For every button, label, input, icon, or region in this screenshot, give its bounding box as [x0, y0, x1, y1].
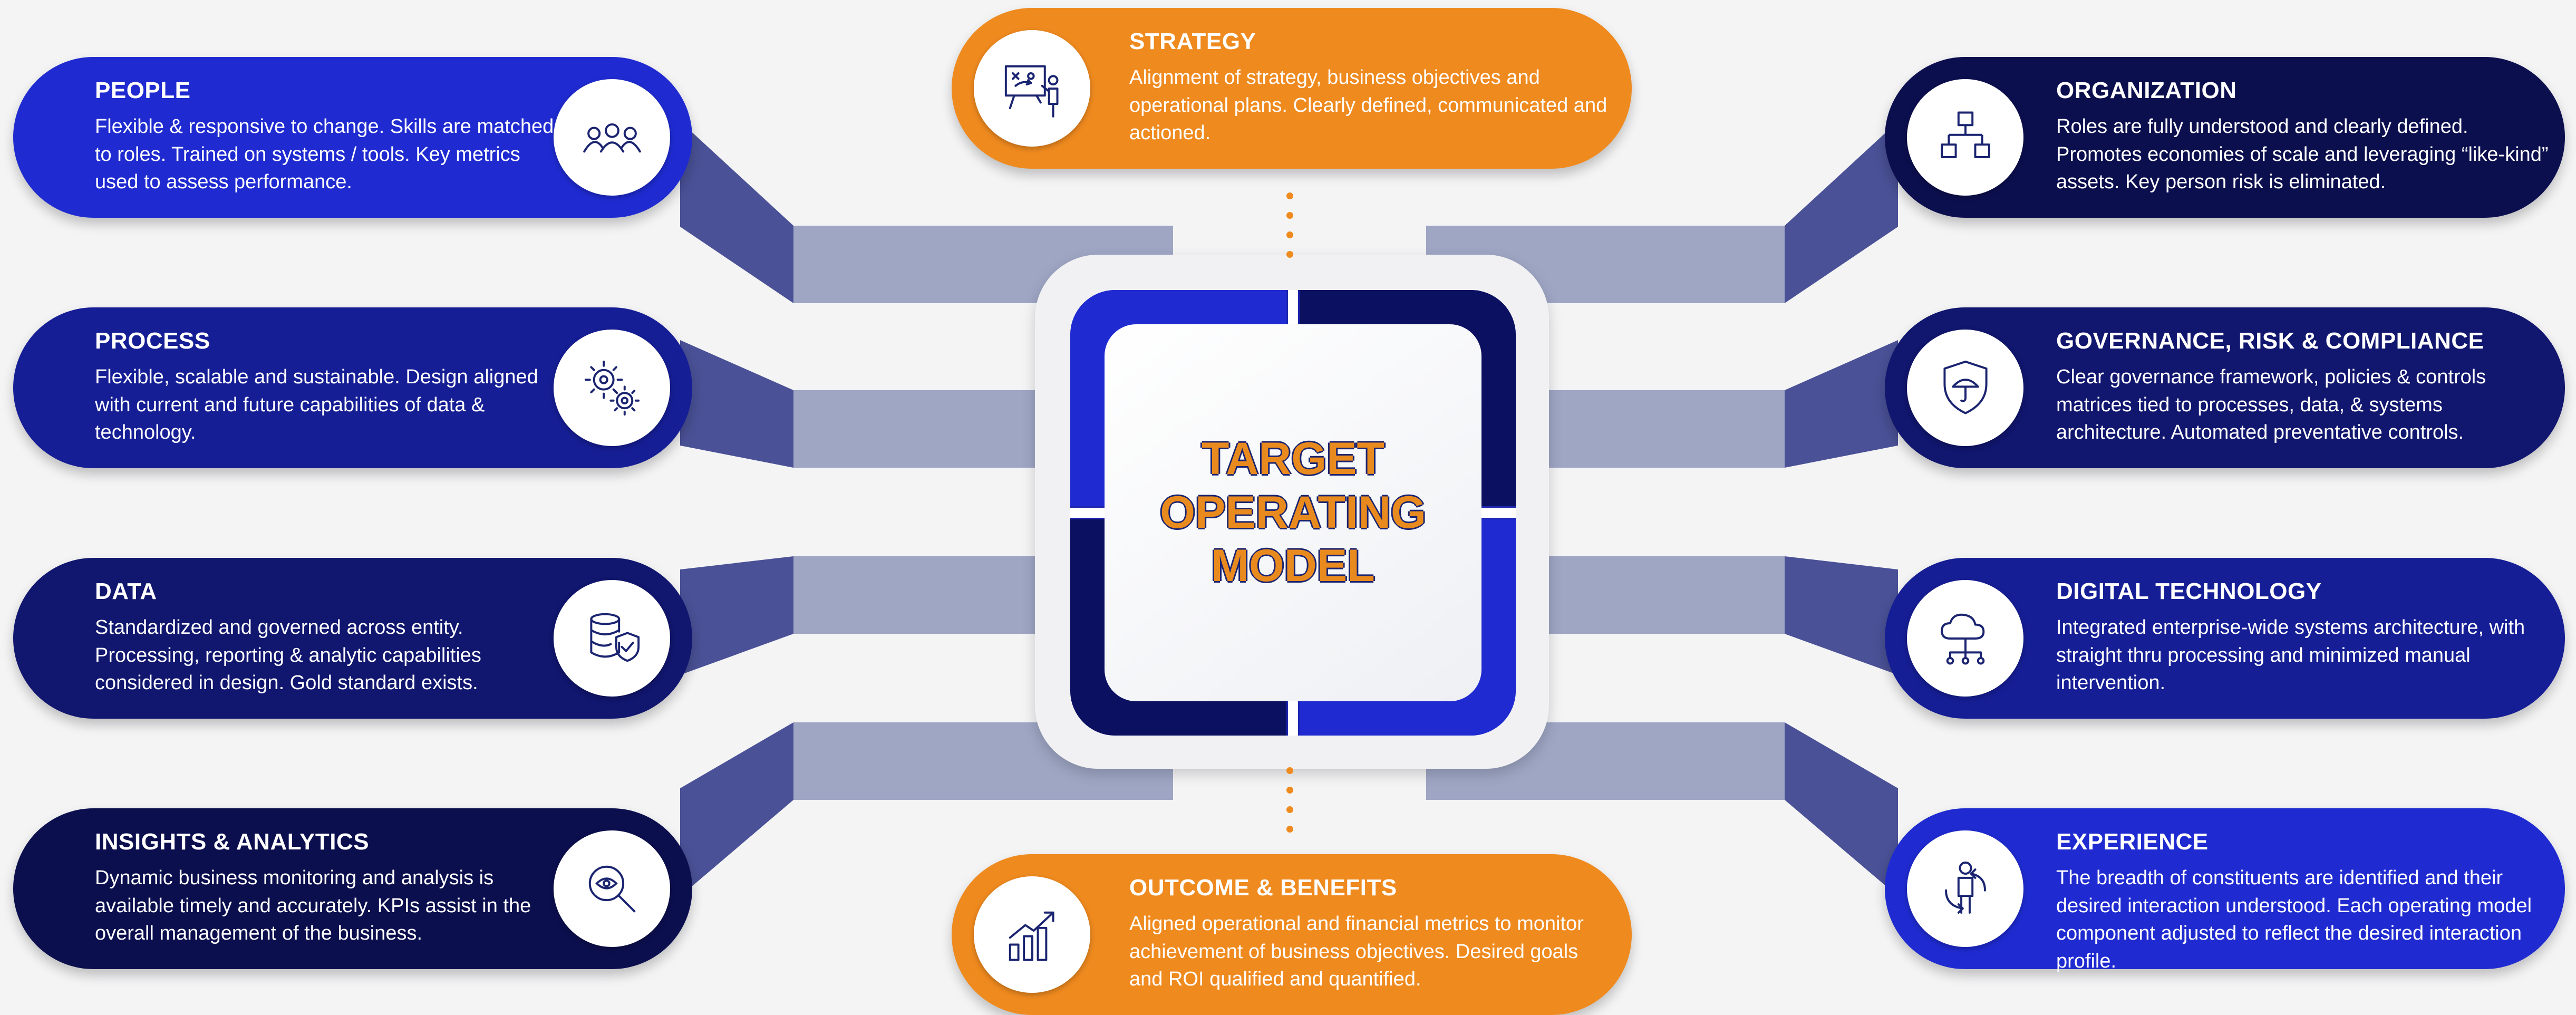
card-process: PROCESS Flexible, scalable and sustainab…	[13, 307, 692, 468]
connector-digital-bar	[1547, 556, 1785, 634]
card-process-title: PROCESS	[95, 328, 210, 354]
card-governance-title: GOVERNANCE, RISK & COMPLIANCE	[2056, 328, 2484, 354]
card-experience-text: EXPERIENCE The breadth of constituents a…	[2056, 829, 2552, 975]
person-cycle-icon	[1907, 830, 2023, 947]
card-data-text: DATA Standardized and governed across en…	[95, 578, 559, 697]
database-shield-icon	[554, 580, 670, 697]
connector-data-diagonal	[680, 556, 793, 675]
card-outcome-benefits: OUTCOME & BENEFITS Aligned operational a…	[952, 854, 1632, 1015]
card-outcome-body: Aligned operational and financial metric…	[1129, 913, 1584, 991]
card-organization-text: ORGANIZATION Roles are fully understood …	[2056, 78, 2552, 196]
card-people-body: Flexible & responsive to change. Skills …	[95, 115, 554, 194]
connector-governance-bar	[1547, 390, 1785, 468]
connector-data-bar	[793, 556, 1036, 634]
org-chart-icon	[1907, 79, 2023, 196]
card-people-text: PEOPLE Flexible & responsive to change. …	[95, 78, 559, 196]
connector-process-bar	[793, 390, 1036, 468]
card-experience-title: EXPERIENCE	[2056, 829, 2209, 855]
card-strategy-title: STRATEGY	[1129, 28, 1256, 54]
cloud-network-icon	[1907, 580, 2023, 697]
connector-experience-diagonal	[1785, 722, 1898, 896]
card-outcome-title: OUTCOME & BENEFITS	[1129, 875, 1397, 901]
card-strategy-body: Alignment of strategy, business objectiv…	[1129, 66, 1607, 144]
growth-chart-icon	[974, 876, 1090, 993]
magnifier-eye-icon	[554, 830, 670, 947]
dotted-connector-bottom	[1286, 767, 1294, 845]
card-governance-body: Clear governance framework, policies & c…	[2056, 366, 2486, 444]
shield-umbrella-icon	[1907, 330, 2023, 446]
gears-icon	[554, 330, 670, 446]
center-title: TARGET OPERATING MODEL	[1160, 433, 1426, 592]
card-governance-text: GOVERNANCE, RISK & COMPLIANCE Clear gove…	[2056, 328, 2552, 447]
card-digital-text: DIGITAL TECHNOLOGY Integrated enterprise…	[2056, 578, 2552, 697]
people-icon	[554, 79, 670, 196]
card-insights-body: Dynamic business monitoring and analysis…	[95, 867, 531, 945]
card-experience: EXPERIENCE The breadth of constituents a…	[1885, 808, 2565, 972]
connector-digital-diagonal	[1785, 556, 1898, 675]
card-insights-analytics: INSIGHTS & ANALYTICS Dynamic business mo…	[13, 808, 692, 969]
connector-process-diagonal	[680, 340, 793, 468]
card-process-body: Flexible, scalable and sustainable. Desi…	[95, 366, 538, 444]
card-digital-title: DIGITAL TECHNOLOGY	[2056, 578, 2322, 604]
dotted-connector-top	[1286, 192, 1294, 270]
connector-insights-diagonal	[680, 722, 793, 896]
card-organization-body: Roles are fully understood and clearly d…	[2056, 115, 2549, 194]
card-people-title: PEOPLE	[95, 78, 191, 103]
card-organization: ORGANIZATION Roles are fully understood …	[1885, 57, 2565, 218]
card-digital-technology: DIGITAL TECHNOLOGY Integrated enterprise…	[1885, 558, 2565, 719]
card-data-title: DATA	[95, 578, 157, 604]
card-experience-body: The breadth of constituents are identifi…	[2056, 867, 2532, 972]
card-insights-title: INSIGHTS & ANALYTICS	[95, 829, 370, 855]
presentation-icon	[974, 30, 1090, 147]
center-tile: TARGET OPERATING MODEL	[1105, 324, 1481, 701]
card-outcome-text: OUTCOME & BENEFITS Aligned operational a…	[1129, 875, 1614, 993]
connector-governance-diagonal	[1785, 340, 1898, 468]
card-strategy: STRATEGY Alignment of strategy, business…	[952, 8, 1632, 169]
card-strategy-text: STRATEGY Alignment of strategy, business…	[1129, 28, 1614, 147]
connector-organization-diagonal	[1785, 121, 1898, 303]
card-digital-body: Integrated enterprise-wide systems archi…	[2056, 616, 2525, 694]
card-process-text: PROCESS Flexible, scalable and sustainab…	[95, 328, 559, 447]
card-data-body: Standardized and governed across entity.…	[95, 616, 481, 694]
card-organization-title: ORGANIZATION	[2056, 78, 2237, 103]
card-people: PEOPLE Flexible & responsive to change. …	[13, 57, 692, 218]
connector-people-diagonal	[680, 121, 793, 303]
card-governance: GOVERNANCE, RISK & COMPLIANCE Clear gove…	[1885, 307, 2565, 468]
card-insights-text: INSIGHTS & ANALYTICS Dynamic business mo…	[95, 829, 559, 948]
card-data: DATA Standardized and governed across en…	[13, 558, 692, 719]
